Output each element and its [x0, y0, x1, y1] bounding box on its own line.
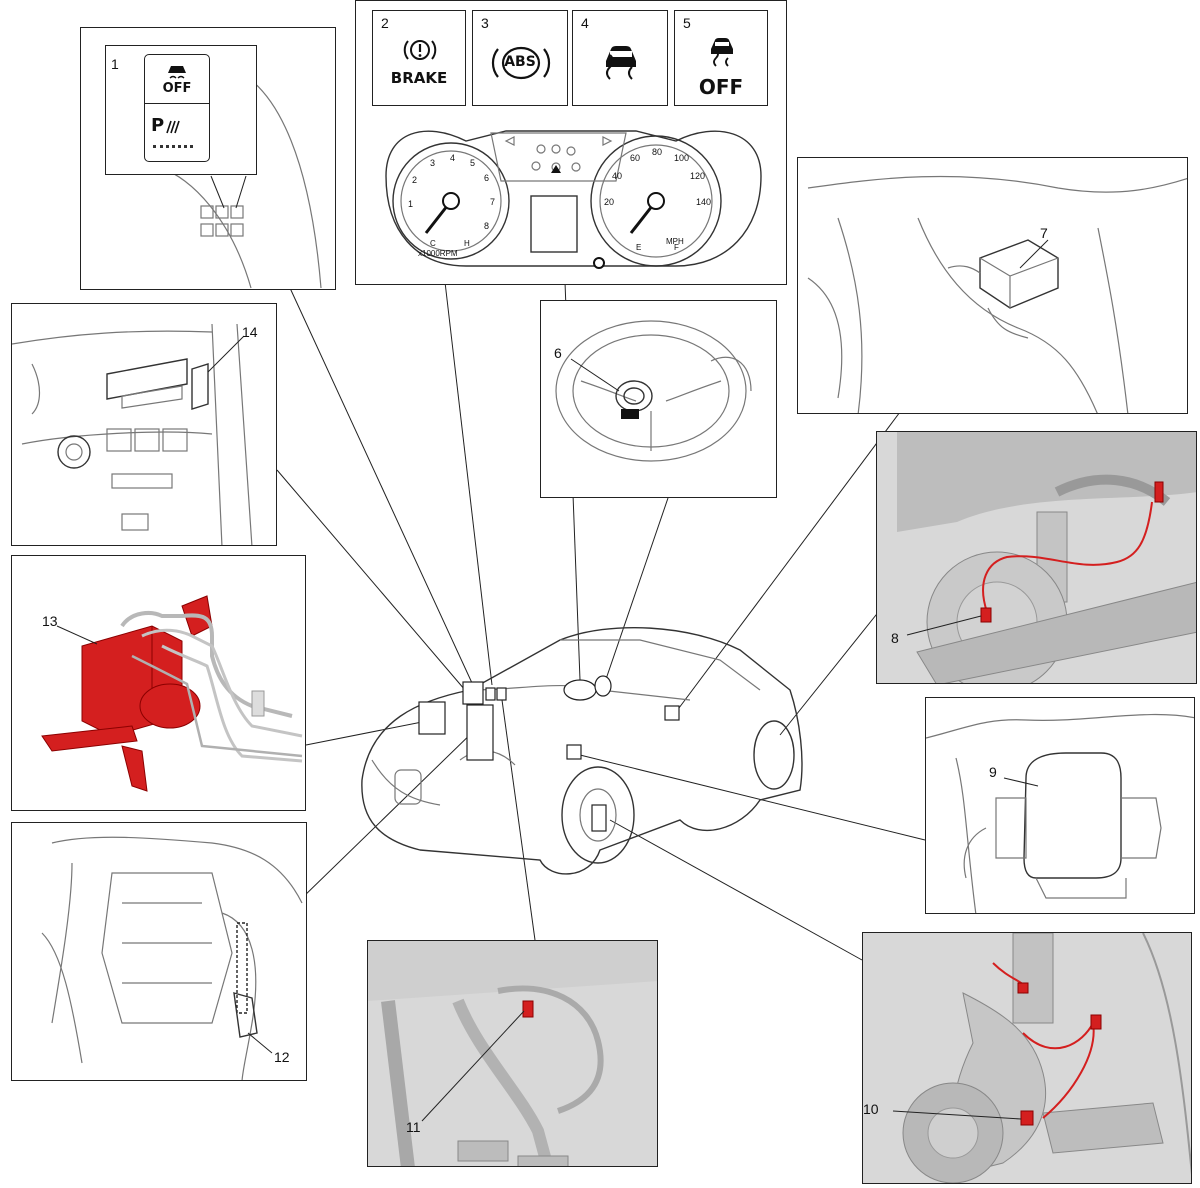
tach-tick-1: 1	[408, 199, 414, 209]
leader-6	[604, 497, 669, 683]
panel-steering-angle-sensor: 6	[540, 300, 777, 498]
speed-tick-120: 120	[690, 171, 706, 181]
leader-7	[675, 411, 901, 713]
switch-detail-box: OFF P	[105, 45, 257, 175]
callout-5: 5	[683, 15, 691, 31]
panel-instrument-cluster: x1000RPM MPH 1 2 3 4 5 6 7 8 20 40 60 80…	[355, 0, 787, 285]
car-part-module	[566, 744, 582, 760]
leader-10	[609, 819, 863, 961]
callout-8: 8	[891, 630, 899, 646]
callout-12: 12	[274, 1049, 290, 1065]
panel-dashboard-connector: 14	[11, 303, 277, 546]
fuel-e: E	[636, 243, 642, 252]
callout-9: 9	[989, 764, 997, 780]
panel-control-module: 9	[925, 697, 1195, 914]
car-part-steering	[594, 675, 612, 697]
tach-tick-4: 4	[450, 153, 456, 163]
leader-13	[305, 721, 423, 746]
lamp-box-slip: 4	[572, 10, 668, 106]
abs-lamp-label: ABS	[504, 54, 536, 70]
esp-off-icon	[707, 35, 737, 71]
leader-14	[276, 469, 466, 691]
callout-4: 4	[581, 15, 589, 31]
callout-7: 7	[1040, 225, 1048, 241]
car-part-connector	[496, 687, 507, 701]
callout-14: 14	[242, 324, 258, 340]
brake-warning-icon	[402, 35, 438, 65]
panel-switch: OFF P 1	[80, 27, 336, 290]
callout-11: 11	[406, 1119, 421, 1135]
temp-c: C	[430, 239, 436, 248]
tach-tick-6: 6	[484, 173, 490, 183]
car-part-abs-unit	[418, 701, 446, 735]
leader-12	[299, 724, 481, 901]
tach-tick-3: 3	[430, 158, 436, 168]
leader-1	[289, 287, 473, 684]
car-part-ecm	[466, 704, 494, 761]
tach-tick-7: 7	[490, 197, 496, 207]
parking-sensor-label: P	[151, 115, 165, 136]
callout-6: 6	[554, 345, 562, 361]
speed-tick-20: 20	[604, 197, 615, 207]
brake-lamp-label: BRAKE	[390, 69, 448, 87]
car-part-cluster	[563, 679, 597, 701]
leader-11	[501, 699, 536, 941]
lamp-box-esp-off: 5 OFF	[674, 10, 768, 106]
panel-rear-wheel-speed-sensor: 8	[876, 431, 1197, 684]
panel-yaw-rate-sensor: 7	[797, 157, 1188, 414]
tach-tick-5: 5	[470, 158, 476, 168]
parking-sensor-icon	[165, 119, 185, 135]
panel-front-wheel-speed-sensor: 10	[862, 932, 1192, 1184]
abs-warning-icon	[489, 43, 553, 83]
callout-2: 2	[381, 15, 389, 31]
callout-10: 10	[863, 1101, 879, 1117]
fuel-f: F	[674, 243, 679, 252]
skid-car-icon	[165, 63, 189, 79]
speed-tick-100: 100	[674, 153, 690, 163]
panel-engine-compartment: 12	[11, 822, 307, 1081]
lamp-box-abs: 3 ABS	[472, 10, 568, 106]
lamp-box-brake: 2 BRAKE	[372, 10, 466, 106]
tach-unit: x1000RPM	[418, 249, 458, 258]
speed-tick-40: 40	[612, 171, 623, 181]
esp-off-switch[interactable]: OFF P	[144, 54, 210, 162]
callout-1: 1	[111, 56, 119, 72]
panel-abs-hydraulic-unit: 13	[11, 555, 306, 811]
panel-brake-pedal-switch: 11	[367, 940, 658, 1167]
temp-h: H	[464, 239, 470, 248]
speed-tick-80: 80	[652, 147, 663, 157]
callout-3: 3	[481, 15, 489, 31]
slip-indicator-icon	[600, 41, 642, 85]
leader-cluster	[444, 281, 493, 686]
speed-tick-140: 140	[696, 197, 712, 207]
switch-off-label: OFF	[162, 81, 192, 96]
car-part-pedal-sensor	[485, 687, 496, 701]
callout-13: 13	[42, 613, 58, 629]
car-part-yaw-sensor	[664, 705, 680, 721]
esp-off-lamp-label: OFF	[698, 75, 744, 99]
tach-tick-2: 2	[412, 175, 418, 185]
car-part-wheel-sensor	[591, 804, 607, 832]
car-part-brake-switch	[462, 681, 484, 705]
leader-9	[579, 754, 926, 841]
speed-unit: MPH	[666, 237, 684, 246]
tach-tick-8: 8	[484, 221, 490, 231]
speed-tick-60: 60	[630, 153, 641, 163]
